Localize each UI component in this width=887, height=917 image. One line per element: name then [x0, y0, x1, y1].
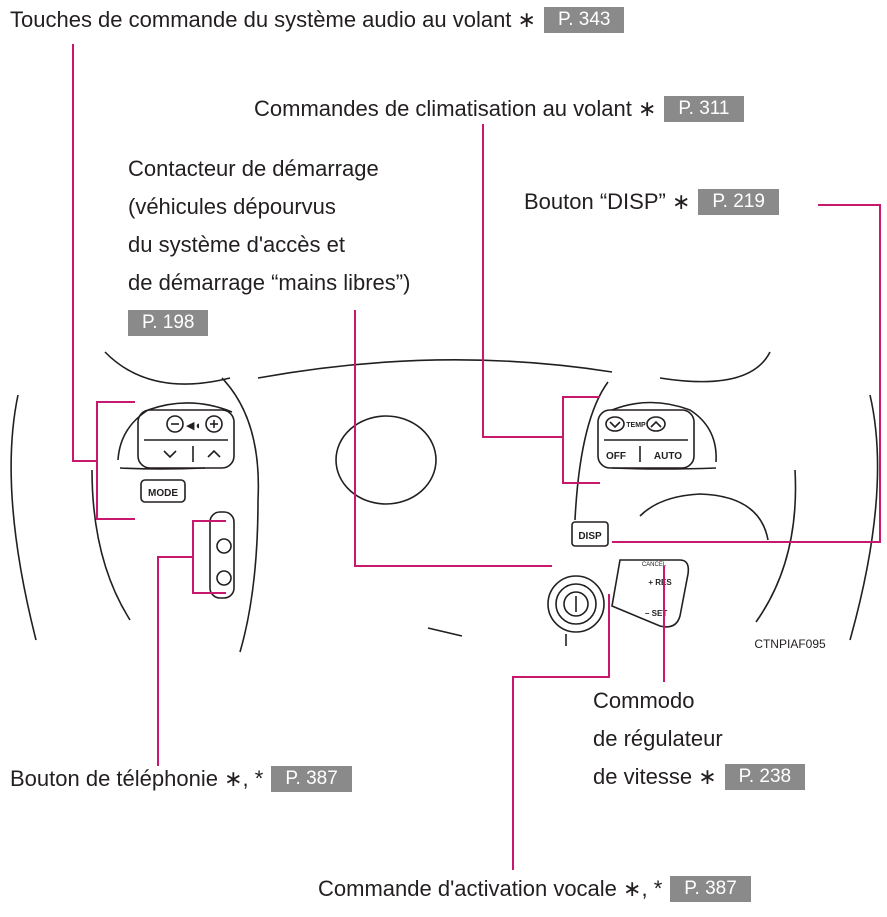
callout-phone: [157, 556, 193, 766]
page-ref-ignition[interactable]: P. 198: [128, 310, 209, 336]
climate-switch-panel: [597, 409, 695, 469]
temp-up-arrow: [650, 420, 662, 428]
seek-up-icon[interactable]: [207, 449, 221, 458]
mode-button[interactable]: [140, 479, 186, 503]
audio-switch-panel: [137, 409, 235, 469]
temp-down-arrow: [609, 421, 621, 429]
ignition-keyhole: [563, 591, 589, 617]
seek-down-icon[interactable]: [163, 450, 177, 459]
figure-code: CTNPIAF095: [754, 637, 826, 651]
right-spoke-outline: [611, 401, 717, 463]
mode-button-label: MODE: [148, 488, 178, 499]
volume-down-icon[interactable]: [166, 415, 184, 433]
right-spoke-outline: [755, 469, 797, 623]
label-ignition-switch: Contacteur de démarrage (véhicules dépou…: [128, 152, 410, 340]
label-climate-controls: Commandes de climatisation au volant ∗P.…: [254, 92, 744, 126]
page-ref-cruise[interactable]: P. 238: [724, 764, 806, 790]
cruise-control-lever[interactable]: [611, 559, 690, 628]
disp-button-label: DISP: [578, 531, 602, 542]
ignition-switch-icon: [547, 575, 605, 633]
cancel-mark-label: CANCEL: [642, 562, 667, 568]
callout-disp: [612, 204, 881, 543]
auto-button-label[interactable]: AUTO: [654, 451, 682, 462]
disp-button[interactable]: [571, 521, 609, 547]
temp-down-icon[interactable]: [605, 416, 625, 432]
left-spoke-outline: [221, 377, 260, 653]
page-ref-climate[interactable]: P. 311: [664, 96, 744, 122]
temp-label: TEMP: [626, 422, 646, 429]
phone-answer-icon[interactable]: [216, 570, 232, 586]
wheel-rim-left: [10, 394, 37, 641]
volume-up-icon[interactable]: [205, 415, 223, 433]
ignition-inner-ring: [555, 583, 597, 625]
page-ref-audio[interactable]: P. 343: [543, 7, 625, 33]
label-phone-button: Bouton de téléphonie ∗, *P. 387: [10, 762, 352, 796]
right-spoke-outline: [574, 381, 609, 521]
res-mark-label: + RES: [648, 578, 672, 587]
page-ref-phone[interactable]: P. 387: [271, 766, 352, 792]
callout-audio: [72, 44, 97, 462]
right-spoke-outline: [659, 351, 771, 383]
page-ref-disp[interactable]: P. 219: [698, 189, 779, 215]
phone-switch-panel: [209, 511, 235, 599]
right-spoke-outline: [639, 493, 769, 541]
callout-ignition: [354, 310, 552, 567]
temp-up-icon[interactable]: [646, 416, 666, 432]
left-spoke-outline: [117, 402, 233, 461]
dashboard-arc: [257, 359, 613, 379]
label-disp-button: Bouton “DISP” ∗P. 219: [524, 185, 779, 219]
speaker-icon: ◀◖: [186, 420, 201, 432]
wheel-rim-right: [849, 394, 879, 641]
right-spoke-outline: [611, 467, 717, 470]
label-audio-switches: Touches de commande du système audio au …: [10, 3, 625, 37]
label-voice-switch: Commande d'activation vocale ∗, *P. 387: [318, 872, 751, 906]
horn-pad: [335, 415, 437, 505]
left-spoke-outline: [91, 469, 131, 621]
set-mark-label: − SET: [645, 609, 668, 618]
callout-phone-bracket: [192, 520, 226, 594]
callout-audio-bracket: [96, 401, 135, 520]
page-ref-voice[interactable]: P. 387: [670, 876, 751, 902]
callout-climate: [482, 124, 563, 438]
label-cruise-lever: Commodo de régulateur de vitesse ∗P. 238: [593, 684, 806, 794]
column-line: [427, 627, 463, 637]
left-spoke-outline: [104, 351, 231, 385]
left-spoke-outline: [119, 467, 206, 470]
callout-climate-bracket: [562, 396, 600, 484]
off-button-label[interactable]: OFF: [606, 451, 626, 462]
phone-hangup-icon[interactable]: [216, 538, 232, 554]
